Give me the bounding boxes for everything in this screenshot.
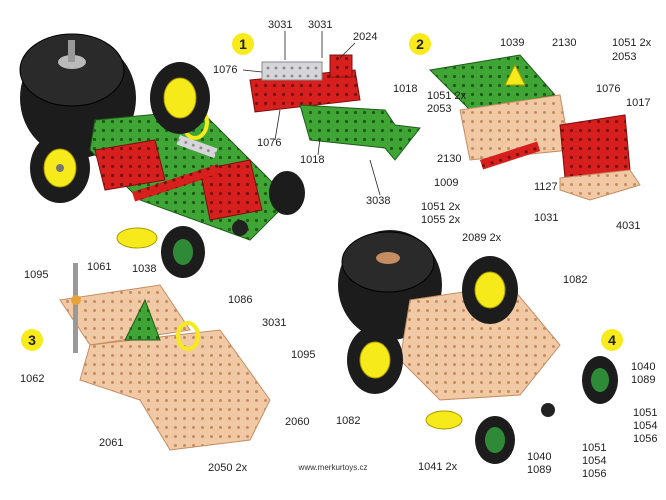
label-4-13: 1041 2x xyxy=(418,461,458,473)
label-3-4: 3031 xyxy=(262,317,286,329)
label-2-6: 2053 xyxy=(427,103,451,115)
label-4-6: 1054 xyxy=(633,420,657,432)
label-2-11: 1127 xyxy=(534,181,558,193)
label-1-5: 1018 xyxy=(300,154,324,166)
label-2-13: 1055 2x xyxy=(421,214,461,226)
label-2-0: 1039 xyxy=(500,37,524,49)
finished-tractor-illustration xyxy=(19,33,305,278)
label-3-2: 1038 xyxy=(132,263,156,275)
label-1-0: 3031 xyxy=(268,19,292,31)
label-2-4: 1018 xyxy=(393,83,417,95)
step-3: 3 1095 1061 1038 1086 3031 1095 1062 206… xyxy=(20,261,315,474)
label-4-2: 1040 xyxy=(631,361,655,373)
label-4-9: 1054 xyxy=(582,455,606,467)
label-4-4: 1082 xyxy=(336,415,360,427)
label-2-14: 1031 xyxy=(534,212,558,224)
label-1-3: 1076 xyxy=(213,64,237,76)
label-1-1: 3031 xyxy=(308,19,332,31)
label-2-7: 1076 xyxy=(596,83,620,95)
step-2-number: 2 xyxy=(416,36,424,52)
label-4-8: 1051 xyxy=(582,442,606,454)
label-2-15: 4031 xyxy=(616,220,640,232)
step-1-number: 1 xyxy=(239,36,247,52)
label-2-3: 2053 xyxy=(612,51,636,63)
label-3-6: 1062 xyxy=(20,373,44,385)
label-3-8: 2061 xyxy=(99,437,123,449)
label-3-0: 1095 xyxy=(24,269,48,281)
step-2-badge xyxy=(409,33,431,55)
label-3-9: 2050 2x xyxy=(208,462,248,474)
label-2-1: 2130 xyxy=(552,37,576,49)
website-url: www.merkurtoys.cz xyxy=(298,463,368,472)
label-4-3: 1089 xyxy=(631,374,655,386)
label-1-4: 1076 xyxy=(257,137,281,149)
label-2-5: 1051 2x xyxy=(427,90,467,102)
label-2-10: 1009 xyxy=(434,177,458,189)
label-4-12: 1089 xyxy=(527,464,551,476)
step-3-number: 3 xyxy=(28,332,36,348)
label-4-11: 1040 xyxy=(527,451,551,463)
step-2: 2 1039 2130 1051 2x 2053 1018 1051 2x 20… xyxy=(393,33,652,232)
label-3-5: 1095 xyxy=(291,349,315,361)
step-4-number: 4 xyxy=(608,332,616,348)
step-4: 4 2089 2x 1082 1040 1089 1082 1051 1054 … xyxy=(336,230,657,480)
step-4-badge xyxy=(601,329,623,351)
label-4-7: 1056 xyxy=(633,433,657,445)
label-4-0: 2089 2x xyxy=(462,232,502,244)
label-3-1: 1061 xyxy=(87,261,111,273)
label-1-2: 2024 xyxy=(353,31,377,43)
label-2-9: 2130 xyxy=(437,153,461,165)
label-1-6: 3038 xyxy=(366,195,390,207)
label-3-7: 2060 xyxy=(285,416,309,428)
label-2-8: 1017 xyxy=(626,97,650,109)
step-3-badge xyxy=(21,329,43,351)
label-2-12: 1051 2x xyxy=(421,201,461,213)
label-4-5: 1051 xyxy=(633,407,657,419)
label-2-2: 1051 2x xyxy=(612,37,652,49)
step-1-badge xyxy=(232,33,254,55)
step-1: 1 3031 3031 2024 1076 1076 1018 3038 xyxy=(213,19,421,207)
label-4-10: 1056 xyxy=(582,468,606,480)
label-3-3: 1086 xyxy=(228,294,252,306)
label-4-1: 1082 xyxy=(563,274,587,286)
